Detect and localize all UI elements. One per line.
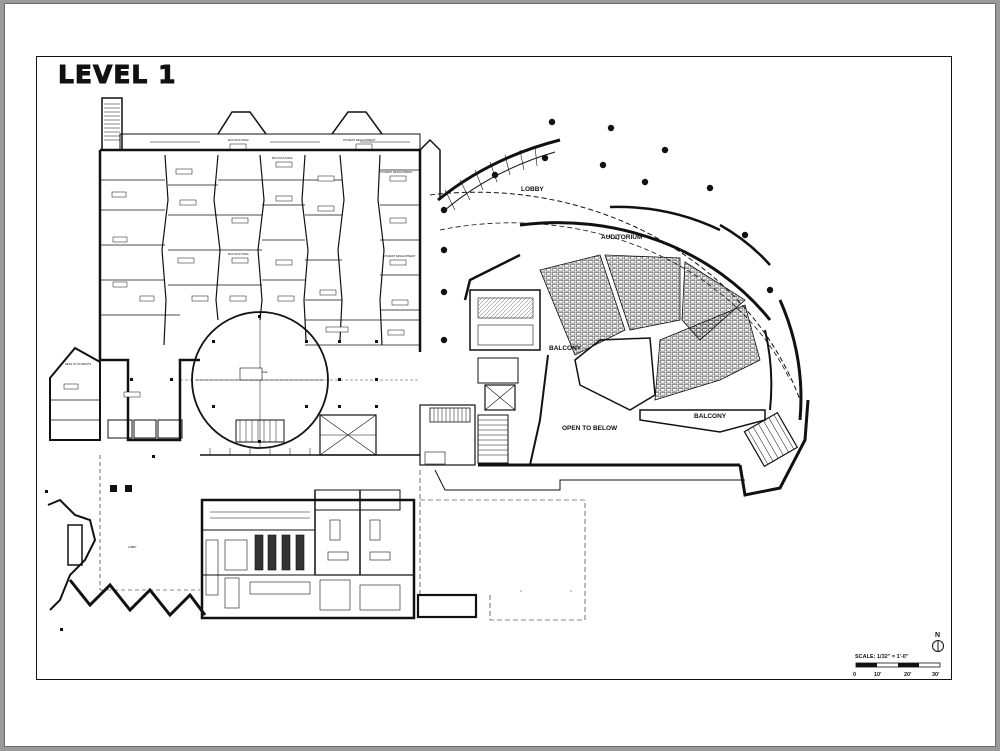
south-block: LOBBY (45, 455, 745, 631)
room-label: MULTICULTURAL (272, 156, 294, 160)
room-label: STUDENT DEVELOPMENT (383, 254, 416, 258)
svg-text:✕: ✕ (570, 590, 573, 593)
room-label: MULTICULTURAL (228, 138, 250, 142)
dean-suite (49, 346, 183, 441)
space-label-auditorium: AUDITORIUM (601, 234, 642, 241)
scale-tick: 30' (932, 672, 940, 678)
auditorium-block: LOBBY AUDITORIUM BALCONY BALCONY OPEN TO… (429, 118, 810, 497)
scale-bar: SCALE: 1/32" = 1'-0" 0 10' 20' 30' (853, 654, 941, 678)
drawing-frame (36, 56, 952, 680)
space-label-balcony: BALCONY (694, 413, 727, 420)
north-arrow-icon: N (932, 632, 944, 652)
room-label: DEAN OF STUDENTS (65, 362, 91, 366)
space-label-open-to-below: OPEN TO BELOW (562, 425, 618, 432)
scale-label: SCALE: 1/32" = 1'-0" (855, 654, 909, 660)
room-label: STUDENT DEVELOPMENT (380, 170, 413, 174)
svg-text:✕: ✕ (520, 590, 523, 593)
room-label: STUDENT DEVELOPMENT (343, 138, 376, 142)
scale-tick: 0 (853, 672, 856, 678)
space-label-balcony: BALCONY (549, 345, 582, 352)
space-label-lobby-west: LOBBY (128, 545, 137, 549)
level-title: LEVEL 1 (57, 60, 177, 90)
room-label: MULTICULTURAL (228, 252, 250, 256)
scale-tick: 10' (874, 672, 882, 678)
space-label-lobby: LOBBY (521, 186, 544, 193)
stair-core (419, 404, 476, 466)
rotunda (130, 311, 420, 456)
north-label: N (935, 632, 940, 639)
drawing-sheet (4, 3, 996, 747)
scale-tick: 20' (904, 672, 912, 678)
west-wing: STUDENT DEVELOPMENT MULTICULTURAL MULTIC… (65, 97, 441, 442)
